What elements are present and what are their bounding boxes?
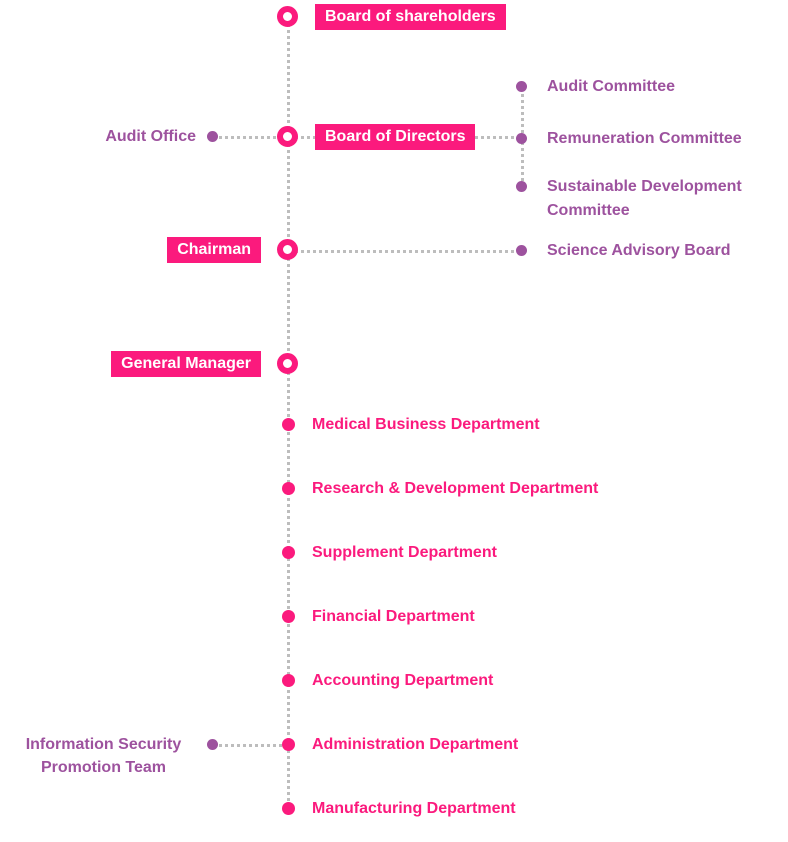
node-board-of-shareholders <box>277 6 298 27</box>
science-advisory-dot <box>516 245 527 256</box>
info-security-connector <box>213 744 288 747</box>
department-dot <box>282 482 295 495</box>
department-label-medical-business: Medical Business Department <box>312 416 540 433</box>
board-of-shareholders-box: Board of shareholders <box>315 4 506 30</box>
sustainable-committee-label: Sustainable Development Committee <box>547 178 742 219</box>
remuneration-committee-dot <box>516 133 527 144</box>
audit-committee-label: Audit Committee <box>547 78 675 95</box>
sustainable-committee-dot <box>516 181 527 192</box>
node-general-manager <box>277 353 298 374</box>
science-board-connector <box>288 250 522 253</box>
audit-office-connector <box>213 136 288 139</box>
department-label-manufacturing: Manufacturing Department <box>312 800 516 817</box>
department-dot <box>282 738 295 751</box>
audit-office-label: Audit Office <box>105 128 196 145</box>
department-label-financial: Financial Department <box>312 608 475 625</box>
board-of-directors-box: Board of Directors <box>315 124 476 150</box>
general-manager-box: General Manager <box>111 351 261 377</box>
info-security-label: Information Security Promotion Team <box>25 736 182 776</box>
main-spine-line <box>287 17 290 809</box>
remuneration-committee-label: Remuneration Committee <box>547 130 742 147</box>
node-chairman <box>277 239 298 260</box>
department-label-research-development: Research & Development Department <box>312 480 599 497</box>
science-advisory-label: Science Advisory Board <box>547 242 731 259</box>
department-label-supplement: Supplement Department <box>312 544 497 561</box>
department-dot <box>282 418 295 431</box>
audit-committee-dot <box>516 81 527 92</box>
chairman-box: Chairman <box>167 237 261 263</box>
department-dot <box>282 802 295 815</box>
department-dot <box>282 674 295 687</box>
department-label-administration: Administration Department <box>312 736 519 753</box>
department-dot <box>282 610 295 623</box>
department-label-accounting: Accounting Department <box>312 672 494 689</box>
info-security-dot <box>207 739 218 750</box>
node-board-of-directors <box>277 126 298 147</box>
department-dot <box>282 546 295 559</box>
audit-office-dot <box>207 131 218 142</box>
